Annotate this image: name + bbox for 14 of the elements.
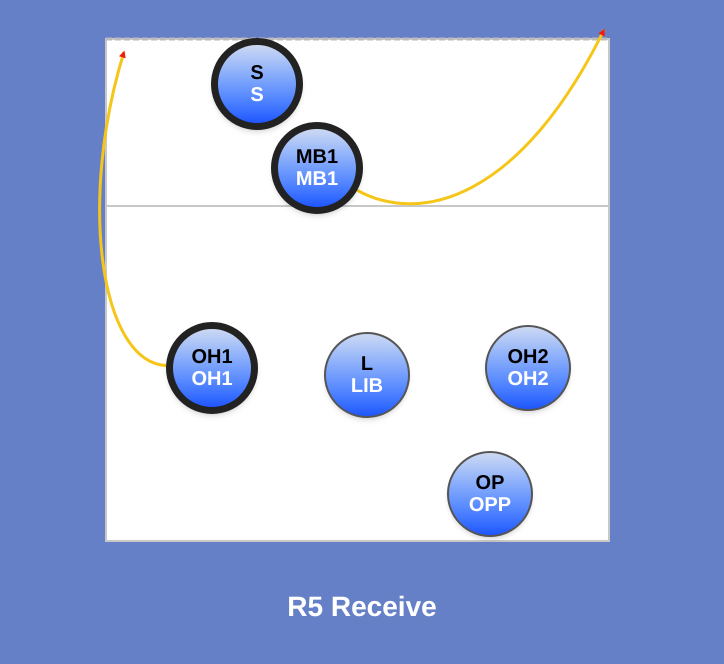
player-label: LIB: [350, 375, 384, 397]
position-code: L: [360, 353, 374, 375]
player-label: S: [250, 84, 264, 106]
title: R5 Receive: [286, 590, 438, 624]
player-label: OH2: [507, 368, 549, 390]
movement-arrow: [98, 50, 166, 367]
position-code: S: [250, 62, 264, 84]
position-code: OP: [476, 472, 504, 494]
position-code: MB1: [296, 146, 338, 168]
player-label: MB1: [296, 168, 338, 190]
position-code: OH1: [191, 346, 233, 368]
position-code: OH2: [507, 346, 549, 368]
player-label: OPP: [468, 494, 512, 516]
player-label: OH1: [191, 368, 233, 390]
